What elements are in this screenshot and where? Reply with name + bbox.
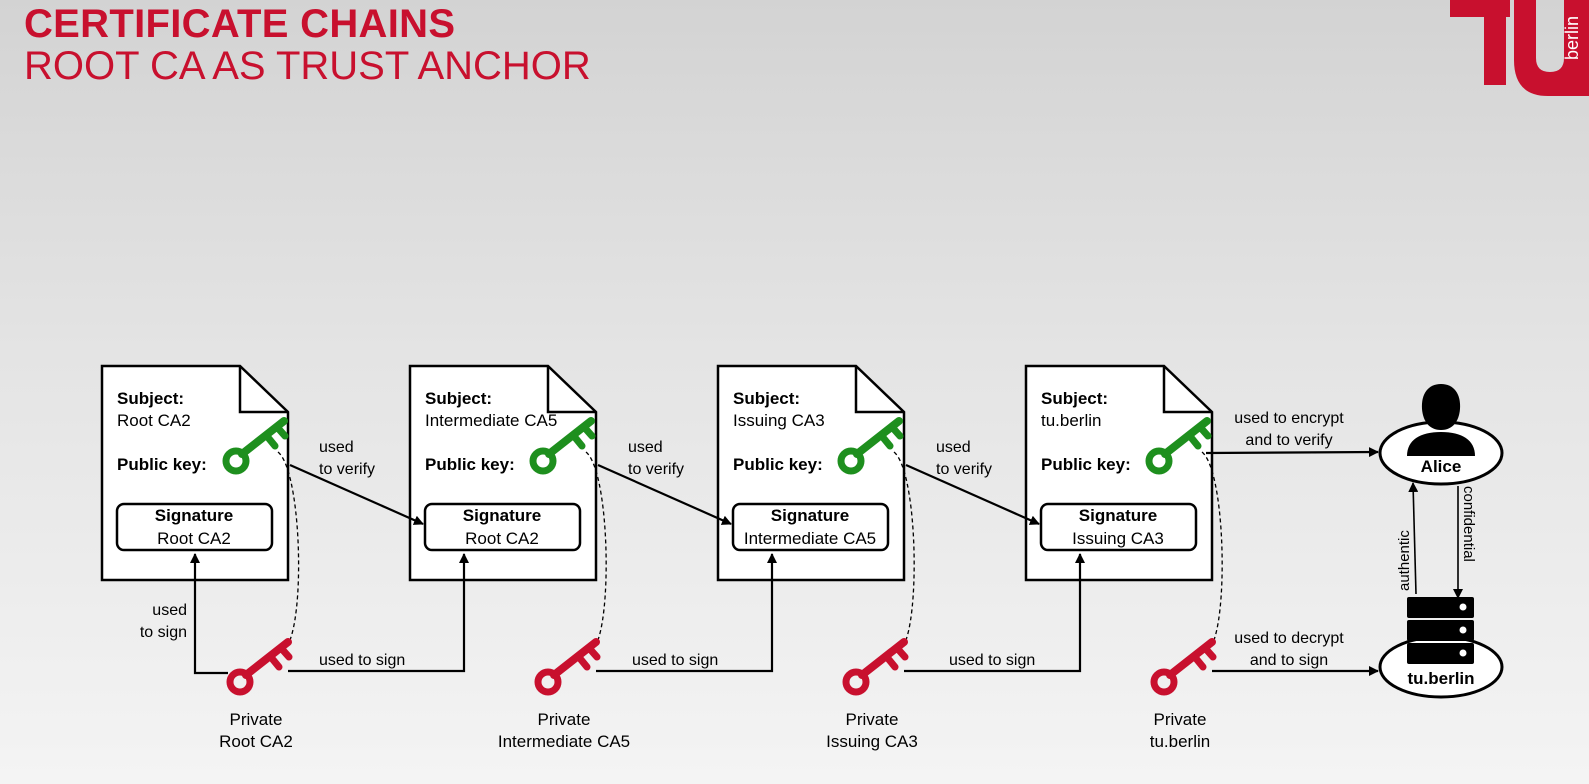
private-key-owner: Issuing CA3 [826, 732, 918, 751]
edge-label-to-verify: to verify [628, 461, 684, 478]
signature-box [423, 502, 582, 552]
certificate-issuing-ca3: Subject: Issuing CA3 Public key: Signatu… [716, 364, 906, 582]
red-key-icon [538, 642, 597, 692]
person-icon [1407, 384, 1475, 456]
edge-label-used: used [628, 439, 663, 456]
certificate-root-ca2: Subject: Root CA2 Public key: Signature … [100, 364, 290, 582]
signature-box [1039, 502, 1198, 552]
signature-box [731, 502, 890, 552]
subject-label: Subject: [425, 389, 492, 408]
alice-node: Alice [1378, 384, 1504, 486]
edge-label-confidential: confidential [1460, 486, 1477, 562]
red-key-icon [230, 642, 289, 692]
edge-label-authentic: authentic [1396, 530, 1413, 591]
slide-title: CERTIFICATE CHAINS [24, 2, 456, 46]
edge-label-used: used [319, 439, 354, 456]
private-key-root-ca2: Private Root CA2 [219, 642, 293, 751]
private-key-label: Private [230, 710, 283, 729]
alice-label: Alice [1421, 457, 1462, 476]
private-key-issuing-ca3: Private Issuing CA3 [826, 642, 918, 751]
communication-arrows [1408, 482, 1463, 599]
edge-label-used-to-sign: used to sign [632, 652, 718, 669]
server-icon [1407, 597, 1474, 664]
private-key-tu-berlin: Private tu.berlin [1150, 642, 1213, 751]
edge-label-encrypt-verify: and to verify [1245, 432, 1332, 449]
subject-label: Subject: [733, 389, 800, 408]
signature-label: Signature [463, 506, 541, 525]
signature-label: Signature [1079, 506, 1157, 525]
private-key-owner: Intermediate CA5 [498, 732, 630, 751]
verify-arrows [289, 463, 1040, 526]
edge-label-used: used [152, 602, 187, 619]
private-key-label: Private [846, 710, 899, 729]
subject-label: Subject: [1041, 389, 1108, 408]
public-key-label: Public key: [425, 455, 515, 474]
subject-value: Issuing CA3 [733, 411, 825, 430]
subject-label: Subject: [117, 389, 184, 408]
subject-value: Intermediate CA5 [425, 411, 557, 430]
edge-label-decrypt: used to decrypt [1234, 630, 1344, 647]
red-key-icon [1154, 642, 1213, 692]
public-key-label: Public key: [117, 455, 207, 474]
private-key-owner: Root CA2 [219, 732, 293, 751]
public-key-label: Public key: [1041, 455, 1131, 474]
edge-label-encrypt: used to encrypt [1234, 410, 1344, 427]
subject-value: Root CA2 [117, 411, 191, 430]
signature-label: Signature [155, 506, 233, 525]
tu-berlin-logo: berlin [1450, 0, 1589, 96]
signature-issuer: Issuing CA3 [1072, 529, 1164, 548]
edge-label-used: used [936, 439, 971, 456]
edge-label-used-to-sign: used to sign [319, 652, 405, 669]
slide-subtitle: ROOT CA AS TRUST ANCHOR [24, 44, 591, 88]
edge-label-decrypt-sign: and to sign [1250, 652, 1328, 669]
edge-label-to-verify: to verify [319, 461, 375, 478]
edge-label-to-sign: to sign [140, 624, 187, 641]
edge-label-to-verify: to verify [936, 461, 992, 478]
private-key-label: Private [1154, 710, 1207, 729]
certificate-intermediate-ca5: Subject: Intermediate CA5 Public key: Si… [408, 364, 598, 582]
private-key-owner: tu.berlin [1150, 732, 1210, 751]
logo-text: berlin [1562, 16, 1582, 60]
server-node: tu.berlin [1378, 597, 1504, 699]
public-key-label: Public key: [733, 455, 823, 474]
edge-label-used-to-sign: used to sign [949, 652, 1035, 669]
private-key-label: Private [538, 710, 591, 729]
signature-issuer: Root CA2 [465, 529, 539, 548]
signature-box [115, 502, 274, 552]
certificate-tu-berlin: Subject: tu.berlin Public key: Signature… [1024, 364, 1214, 582]
sign-arrows [190, 553, 1085, 675]
signature-issuer: Root CA2 [157, 529, 231, 548]
server-label: tu.berlin [1407, 669, 1474, 688]
red-key-icon [846, 642, 905, 692]
signature-label: Signature [771, 506, 849, 525]
signature-issuer: Intermediate CA5 [744, 529, 876, 548]
subject-value: tu.berlin [1041, 411, 1101, 430]
usage-arrows [1205, 447, 1379, 676]
private-key-intermediate-ca5: Private Intermediate CA5 [498, 642, 630, 751]
